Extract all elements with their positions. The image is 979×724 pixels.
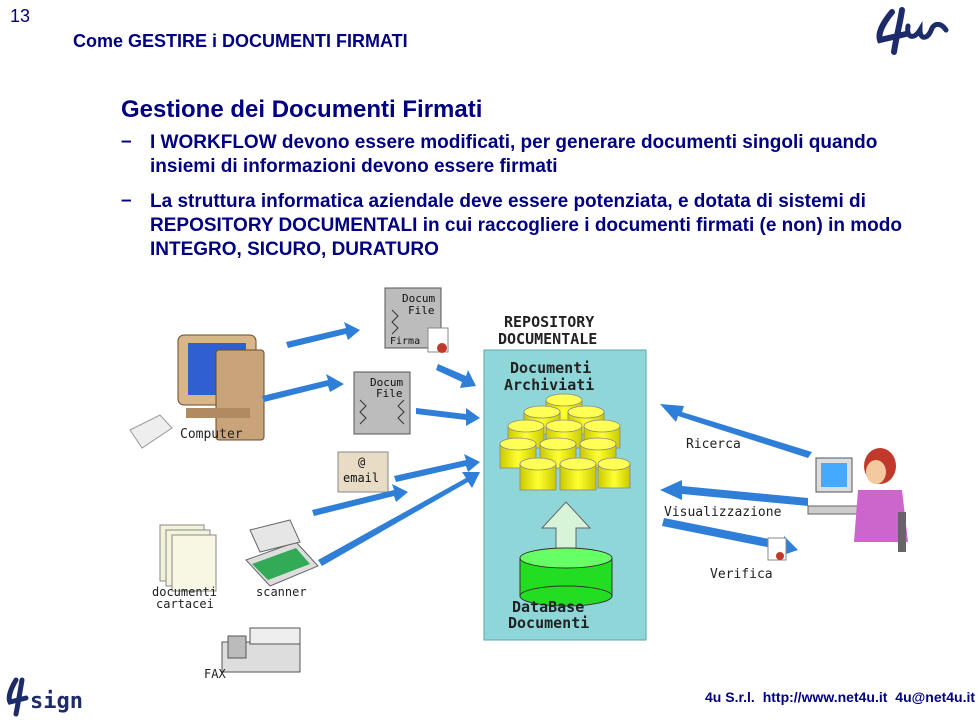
4sign-logo: sign — [6, 677, 83, 717]
docum-label-2: Docum — [370, 376, 403, 389]
email-at: @ — [358, 455, 365, 469]
repository-diagram: Computer Docum File Firma Docum File @ e… — [129, 287, 908, 681]
database-label-2: Documenti — [508, 614, 589, 632]
slide-title: Gestione dei Documenti Firmati — [121, 96, 483, 123]
fax-label: FAX — [204, 667, 226, 681]
footer-url[interactable]: http://www.net4u.it — [762, 689, 888, 705]
file-label-2: File — [376, 387, 403, 400]
visualizzazione-label: Visualizzazione — [664, 505, 782, 520]
docum-label: Docum — [402, 292, 435, 305]
footer-email[interactable]: 4u@net4u.it — [895, 689, 976, 705]
repository-title-1: REPOSITORY — [504, 313, 594, 331]
verify-document-icon — [767, 537, 787, 561]
bullet-repository: La struttura informatica aziendale deve … — [150, 191, 902, 260]
archived-label-2: Archiviati — [504, 376, 594, 394]
scanner-label: scanner — [256, 585, 307, 599]
file-label: File — [408, 304, 435, 317]
header-title: Come GESTIRE i DOCUMENTI FIRMATI — [73, 31, 408, 51]
fax-icon — [221, 627, 301, 673]
archived-documents-cylinders — [499, 393, 631, 491]
database-icon — [519, 547, 613, 607]
footer: 4u S.r.l. http://www.net4u.it 4u@net4u.i… — [705, 689, 979, 705]
database-label-1: DataBase — [512, 598, 584, 616]
scanner-icon — [245, 519, 319, 587]
computer-icon — [129, 334, 265, 449]
output-arrows — [660, 404, 812, 556]
ricerca-label: Ricerca — [686, 437, 741, 452]
bullet-workflow: I WORKFLOW devono essere modificati, per… — [150, 132, 878, 177]
signed-document-icon — [384, 287, 449, 353]
footer-company: 4u S.r.l. — [705, 689, 755, 705]
page-number: 13 — [10, 6, 31, 26]
input-arrows — [262, 322, 480, 566]
4sign-logo-text: sign — [30, 689, 83, 714]
user-workstation-icon — [807, 448, 908, 552]
bullet-marker: – — [121, 190, 132, 211]
paper-docs-label-2: cartacei — [156, 597, 214, 611]
email-icon — [337, 451, 389, 493]
email-label: email — [343, 471, 379, 485]
paper-docs-label-1: documenti — [152, 585, 217, 599]
bullet-marker: – — [121, 131, 132, 152]
archived-label-1: Documenti — [510, 359, 591, 377]
computer-label: Computer — [180, 427, 243, 442]
repository-title-2: DOCUMENTALE — [498, 330, 597, 348]
verifica-label: Verifica — [710, 567, 773, 582]
firma-label: Firma — [390, 336, 420, 347]
4u-logo — [876, 7, 949, 55]
paper-documents-icon — [159, 524, 217, 592]
document-file-icon — [353, 371, 411, 435]
